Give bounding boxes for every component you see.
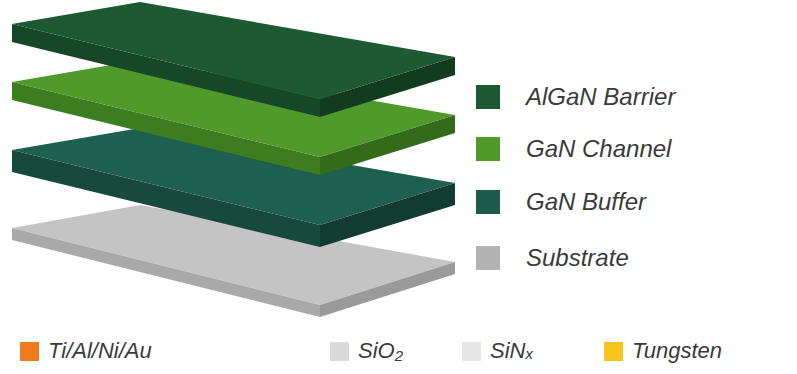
legend-label: SiO₂ xyxy=(358,340,403,362)
legend-entry: Substrate xyxy=(476,244,629,272)
legend-label: Ti/Al/Ni/Au xyxy=(48,340,152,362)
legend-entry: Tungsten xyxy=(604,337,722,365)
legend-label: GaN Buffer xyxy=(526,190,646,214)
legend-label: GaN Channel xyxy=(526,137,671,161)
legend-entry: SiO₂ xyxy=(330,337,403,365)
legend-entry: AlGaN Barrier xyxy=(476,83,675,111)
legend-swatch xyxy=(476,85,500,109)
legend-label: SiNₓ xyxy=(490,340,534,362)
legend-label: AlGaN Barrier xyxy=(526,85,675,109)
algan-barrier-layer xyxy=(12,2,455,117)
legend-swatch xyxy=(476,190,500,214)
legend-swatch xyxy=(20,342,39,361)
legend-entry: Ti/Al/Ni/Au xyxy=(20,337,152,365)
legend-entry: GaN Channel xyxy=(476,135,671,163)
legend-entry: SiNₓ xyxy=(462,337,534,365)
legend-label: Tungsten xyxy=(632,340,722,362)
legend-swatch xyxy=(604,342,623,361)
legend-entry: GaN Buffer xyxy=(476,188,646,216)
legend-swatch xyxy=(462,342,481,361)
legend-label: Substrate xyxy=(526,246,629,270)
legend-swatch xyxy=(476,246,500,270)
legend-swatch xyxy=(330,342,349,361)
legend-swatch xyxy=(476,137,500,161)
